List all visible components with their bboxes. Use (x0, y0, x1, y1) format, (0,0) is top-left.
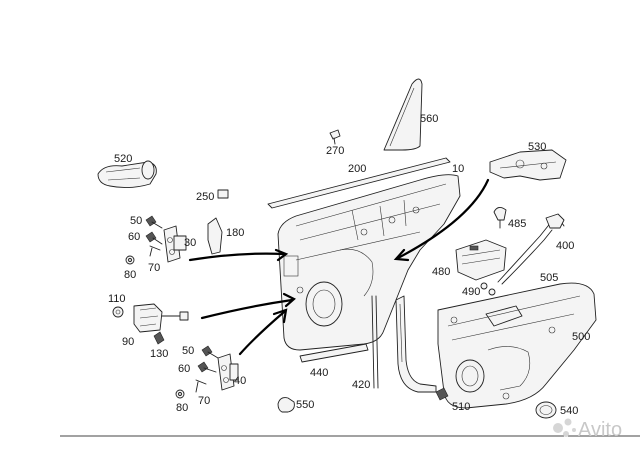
label-500: 500 (572, 331, 590, 343)
label-560: 560 (420, 113, 438, 125)
arrow-lock (200, 298, 294, 320)
label-50a: 50 (130, 215, 142, 227)
door-trim-panel-part-500 (437, 282, 597, 409)
label-510: 510 (452, 401, 470, 413)
channel-seal (395, 295, 437, 393)
weatherstrip-part-420 (371, 295, 379, 389)
label-10: 10 (452, 163, 464, 175)
regulator-rail-part-400 (497, 213, 565, 285)
label-60b: 60 (178, 363, 190, 375)
bolt-part-510 (435, 387, 449, 401)
label-80b: 80 (176, 402, 188, 414)
label-80a: 80 (124, 269, 136, 281)
clip-part-250 (217, 189, 229, 199)
label-30: 30 (184, 237, 196, 249)
grommet-part-550 (277, 397, 295, 413)
label-250: 250 (196, 191, 214, 203)
label-520: 520 (114, 153, 132, 165)
label-110: 110 (108, 293, 126, 305)
label-70b: 70 (198, 395, 210, 407)
label-505: 505 (540, 272, 558, 284)
assembly-arrows (188, 178, 490, 356)
label-40: 40 (234, 375, 246, 387)
bracket-part-530 (489, 149, 567, 181)
label-70a: 70 (148, 262, 160, 274)
avito-watermark: Avito (553, 418, 622, 441)
cover-cap-part-540 (535, 401, 557, 419)
watermark-text: Avito (578, 419, 622, 441)
label-485: 485 (508, 218, 526, 230)
upper-hinge-assembly (125, 215, 187, 265)
label-420: 420 (352, 379, 370, 391)
lower-hinge-assembly (175, 345, 239, 399)
clip-part-490 (480, 282, 496, 296)
label-50b: 50 (182, 345, 194, 357)
label-270: 270 (326, 145, 344, 157)
sill-strip-part-440 (299, 343, 369, 363)
window-trim-part-560 (383, 78, 423, 151)
avito-dots-icon (553, 418, 576, 437)
door-inner-panel (277, 174, 461, 351)
label-530: 530 (528, 141, 546, 153)
label-480: 480 (432, 266, 450, 278)
outer-handle-part-520 (97, 160, 157, 189)
label-200: 200 (348, 163, 366, 175)
label-90: 90 (122, 336, 134, 348)
label-400: 400 (556, 240, 574, 252)
door-stop-part-180 (207, 217, 223, 255)
clip-part-485 (493, 207, 507, 229)
arrow-handle (396, 178, 490, 260)
label-540: 540 (560, 405, 578, 417)
label-60a: 60 (128, 231, 140, 243)
label-490: 490 (462, 286, 480, 298)
label-180: 180 (226, 227, 244, 239)
label-440: 440 (310, 367, 328, 379)
label-550: 550 (296, 399, 314, 411)
lock-assembly-90 (112, 303, 189, 345)
label-130: 130 (150, 348, 168, 360)
part-labels: 560 270 200 10 530 520 250 180 485 400 5… (108, 113, 590, 417)
clip-part-270 (329, 129, 341, 145)
control-module-part-480 (455, 239, 507, 281)
belt-molding-part-200 (267, 157, 451, 209)
arrow-hinge-upper (188, 252, 286, 262)
arrow-hinge-lower (238, 310, 286, 356)
